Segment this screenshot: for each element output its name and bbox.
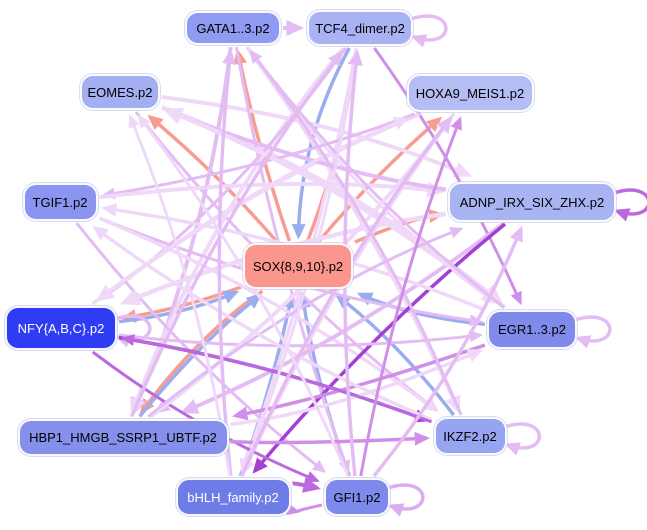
edge-tcf4-hbp1 — [129, 46, 345, 416]
edge-gfi1-gfi1 — [387, 483, 425, 517]
edge-adnp-hbp1 — [180, 222, 505, 414]
edge-ikzf2-sox — [334, 293, 456, 417]
edge-bhlh-gfi1 — [292, 477, 321, 493]
node-hoxa9[interactable]: HOXA9_MEIS1.p2 — [406, 74, 534, 112]
edge-egr-sox — [356, 292, 486, 327]
node-gata[interactable]: GATA1..3.p2 — [185, 11, 281, 45]
edge-bhlh-gata — [217, 48, 237, 477]
node-ikzf2[interactable]: IKZF2.p2 — [433, 417, 507, 455]
node-nfy[interactable]: NFY{A,B,C}.p2 — [5, 306, 117, 350]
node-tgif1[interactable]: TGIF1.p2 — [22, 183, 98, 221]
node-eomes[interactable]: EOMES.p2 — [80, 74, 160, 110]
edge-adnp-adnp — [613, 188, 647, 222]
edge-tgif1-ikzf2 — [98, 216, 439, 413]
edge-ikzf2-nfy — [121, 334, 433, 424]
edge-hbp1-ikzf2 — [230, 431, 430, 446]
node-gfi1[interactable]: GFI1.p2 — [324, 478, 390, 516]
edge-adnp-bhlh — [252, 222, 507, 474]
edge-eomes-adnp — [161, 95, 472, 178]
edge-hbp1-tcf4 — [130, 50, 344, 418]
edge-ikzf2-ikzf2 — [503, 422, 542, 456]
edge-gfi1-bhlh — [286, 503, 323, 516]
node-bhlh[interactable]: bHLH_family.p2 — [175, 478, 291, 516]
node-sox[interactable]: SOX{8,9,10}.p2 — [243, 243, 353, 289]
edge-nfy-hoxa9 — [91, 117, 410, 306]
edge-hbp1-egr — [230, 349, 484, 427]
edge-ikzf2-gata — [249, 49, 463, 416]
node-hbp1[interactable]: HBP1_HMGB_SSRP1_UBTF.p2 — [17, 418, 229, 456]
node-adnp[interactable]: ADNP_IRX_SIX_ZHX.p2 — [448, 182, 616, 222]
edge-egr-egr — [574, 315, 612, 349]
node-tcf4[interactable]: TCF4_dimer.p2 — [307, 10, 413, 46]
edge-tcf4-tcf4 — [410, 14, 448, 48]
edge-gfi1-adnp — [372, 225, 523, 478]
edge-ikzf2-tgif1 — [92, 225, 433, 422]
node-egr[interactable]: EGR1..3.p2 — [487, 309, 577, 349]
edge-egr-hbp1 — [232, 343, 486, 421]
edge-hbp1-sox — [138, 293, 263, 418]
edge-hbp1-adnp — [147, 227, 464, 418]
edge-gfi1-hoxa9 — [359, 116, 462, 477]
